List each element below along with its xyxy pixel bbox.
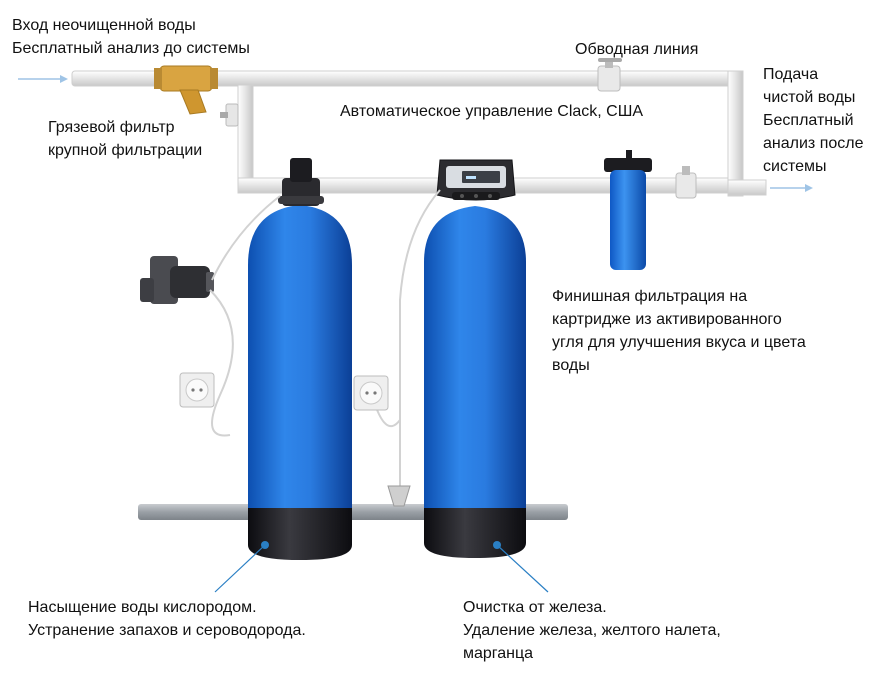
aeration-line-1: Насыщение воды кислородом. [28, 599, 257, 616]
inlet-subtitle: Бесплатный анализ до системы [12, 40, 250, 57]
outlet-line-2: чистой воды [763, 89, 856, 106]
inlet-arrow [18, 75, 68, 83]
carbon-cartridge-filter [604, 150, 652, 270]
bypass-pipe [71, 58, 767, 197]
leader-lines [214, 544, 549, 593]
iron-line-2: Удаление железа, желтого налета, [463, 622, 721, 639]
control-label: Автоматическое управление Clack, США [340, 100, 643, 123]
mud-filter-label: Грязевой фильтр крупной фильтрации [48, 116, 202, 162]
finish-filter-line-2: картридже из активированного [552, 311, 782, 328]
clack-controller [436, 159, 516, 201]
outlet-line-4: анализ после [763, 135, 864, 152]
outlet-line-5: системы [763, 158, 827, 175]
mud-filter-line-1: Грязевой фильтр [48, 119, 175, 136]
bypass-title: Обводная линия [575, 41, 699, 58]
mud-filter [154, 65, 218, 115]
power-socket-2 [353, 375, 389, 411]
aeration-tank [248, 158, 352, 560]
outlet-line-1: Подача [763, 66, 819, 83]
power-socket-1 [179, 372, 215, 408]
iron-line-3: марганца [463, 645, 534, 662]
finish-filter-line-3: угля для улучшения вкуса и цвета [552, 334, 806, 351]
aeration-line-2: Устранение запахов и сероводорода. [28, 622, 306, 639]
finish-filter-label: Финишная фильтрация на картридже из акти… [552, 285, 806, 377]
drain-valve [387, 485, 411, 507]
iron-line-1: Очистка от железа. [463, 599, 607, 616]
iron-label: Очистка от железа. Удаление железа, желт… [463, 596, 721, 665]
control-title: Автоматическое управление Clack, США [340, 103, 644, 120]
finish-filter-line-1: Финишная фильтрация на [552, 288, 748, 305]
compressor-unit [140, 256, 214, 304]
hoses [209, 189, 441, 490]
outlet-label: Подача чистой воды Бесплатный анализ пос… [763, 63, 863, 178]
bypass-label: Обводная линия [575, 38, 698, 61]
mud-filter-line-2: крупной фильтрации [48, 142, 203, 159]
outlet-arrow [770, 184, 813, 192]
inlet-title: Вход неочищенной воды [12, 17, 196, 34]
iron-tank [424, 206, 526, 558]
finish-filter-line-4: воды [552, 357, 590, 374]
outlet-line-3: Бесплатный [763, 112, 854, 129]
aeration-label: Насыщение воды кислородом. Устранение за… [28, 596, 306, 642]
inlet-label: Вход неочищенной воды Бесплатный анализ … [12, 14, 250, 60]
